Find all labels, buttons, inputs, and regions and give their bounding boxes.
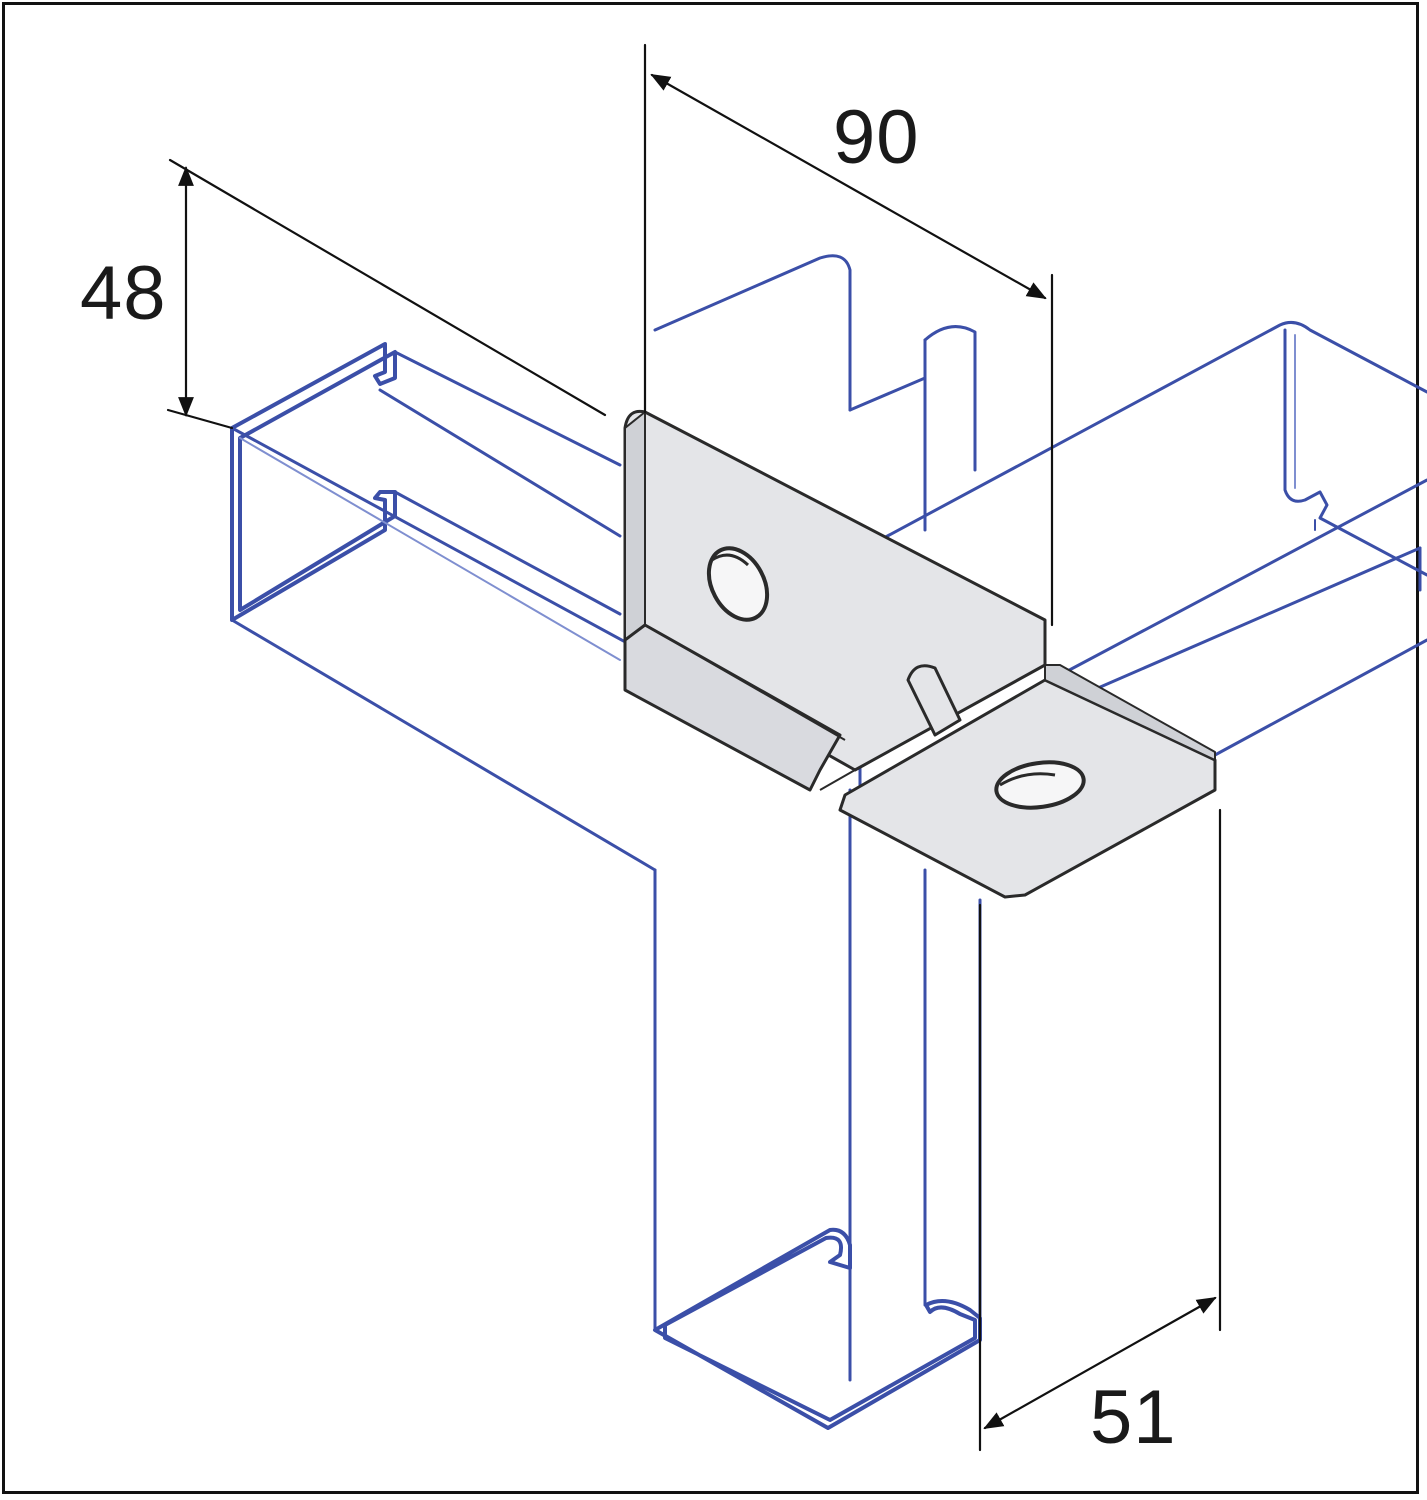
- vertical-channel-bottom-profile: [653, 1227, 982, 1430]
- dim-90-line: [650, 73, 1047, 300]
- angle-bracket: [623, 409, 1217, 899]
- bracket-hole-lower: [994, 760, 1086, 810]
- left-channel-lower-inner: [239, 437, 621, 661]
- dim-51-line: [983, 1296, 1217, 1430]
- left-channel-lip-bottom: [393, 490, 622, 616]
- left-channel-lip-inner: [378, 388, 622, 538]
- dimension-label-48: 48: [80, 251, 167, 336]
- left-channel-bottom-edge: [230, 618, 657, 872]
- bracket-hole-upper: [706, 546, 770, 622]
- vertical-channel-back-top: [653, 254, 852, 412]
- vertical-channel-slot-top: [923, 325, 977, 472]
- dimension-lines: [166, 43, 1222, 1452]
- dim-48-extension-top: [168, 158, 607, 417]
- dimension-label-51: 51: [1090, 1375, 1177, 1460]
- vertical-channel-inner-line: [848, 376, 927, 412]
- right-channel: [878, 320, 1427, 757]
- left-channel: [230, 342, 657, 872]
- right-channel-inner-top: [1283, 328, 1427, 577]
- right-channel-bottom-line: [1213, 638, 1427, 757]
- bolt-shank: [906, 664, 962, 737]
- right-channel-lip-line: [1058, 478, 1427, 677]
- left-channel-top-edge: [230, 426, 642, 652]
- bracket-hole-lower-slot: [999, 772, 1056, 787]
- bracket-fold-line: [644, 624, 846, 741]
- dim-48-extension-bottom: [166, 408, 234, 430]
- bracket-right-flange-edge: [1044, 664, 1216, 761]
- right-channel-lower-line: [1073, 546, 1422, 700]
- bracket-plate-thickness: [624, 411, 646, 641]
- dimension-label-90: 90: [833, 95, 920, 180]
- left-channel-lip-top: [393, 350, 622, 467]
- bracket-hole-upper-slot: [711, 553, 750, 567]
- right-channel-top-edge: [878, 320, 1427, 542]
- bracket-front-edge: [819, 664, 1046, 791]
